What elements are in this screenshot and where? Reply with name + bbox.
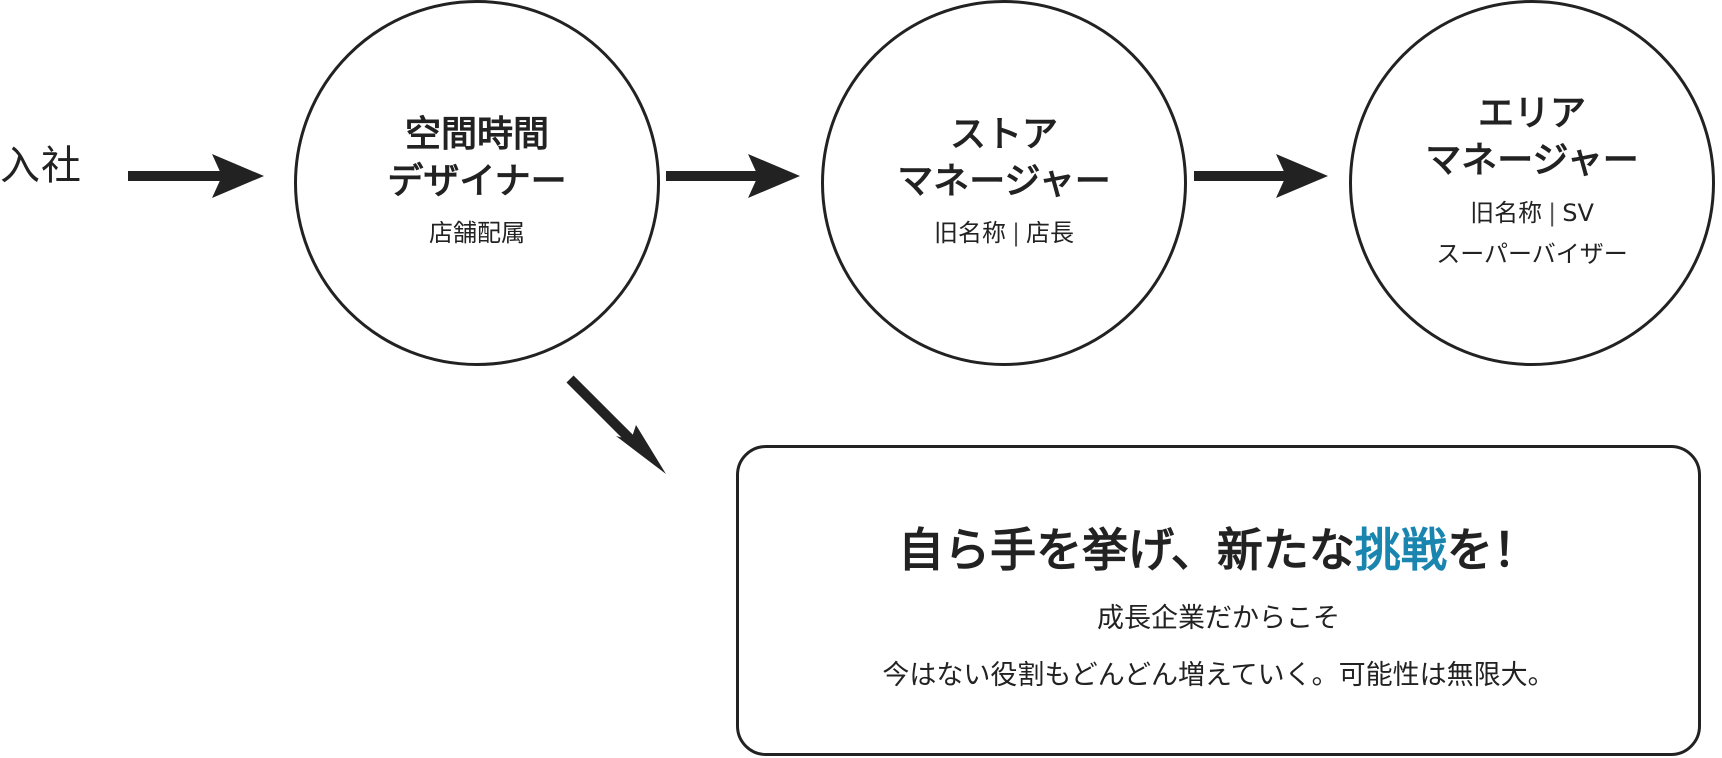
node-title-line: ストア	[949, 113, 1058, 155]
node-title-line: エリア	[1477, 93, 1586, 135]
separator-bar: |	[1548, 199, 1557, 227]
node-old-name: 旧名称|SV	[1470, 193, 1594, 234]
headline-accent-text: 挑戦	[1354, 522, 1447, 577]
node-store-manager: ストア マネージャー 旧名称|店長	[821, 0, 1187, 366]
node-area-manager: エリア マネージャー 旧名称|SV スーパーバイザー	[1349, 0, 1715, 366]
node-title-line: マネージャー	[897, 160, 1111, 202]
node-title-line: 空間時間	[404, 113, 549, 155]
node-subtitle: 店舗配属	[429, 219, 525, 248]
arrow-start-to-designer	[128, 154, 264, 198]
start-label-joining: 入社	[0, 143, 82, 189]
old-name-value: 店長	[1026, 219, 1075, 248]
headline-text-after: を！	[1446, 522, 1539, 577]
challenge-callout-box: 自ら手を挙げ、新たな挑戦を！ 成長企業だからこそ 今はない役割もどんどん増えてい…	[736, 445, 1701, 756]
arrow-designer-to-store-manager	[666, 154, 800, 198]
node-old-name: 旧名称|店長	[934, 213, 1074, 254]
arrow-store-manager-to-area-manager	[1194, 154, 1328, 198]
callout-line-2: 今はない役割もどんどん増えていく。可能性は無限大。	[882, 659, 1555, 691]
callout-line-1: 成長企業だからこそ	[1097, 602, 1340, 634]
callout-headline: 自ら手を挙げ、新たな挑戦を！	[898, 527, 1539, 573]
arrow-designer-to-challenge	[566, 375, 666, 474]
separator-bar: |	[1011, 219, 1021, 248]
node-title-line: マネージャー	[1425, 140, 1639, 182]
node-old-name-full: スーパーバイザー	[1436, 239, 1628, 268]
old-name-value: SV	[1562, 199, 1594, 227]
node-spatial-time-designer: 空間時間 デザイナー 店舗配属	[294, 0, 660, 366]
node-title-line: デザイナー	[387, 160, 567, 202]
old-name-label: 旧名称	[933, 219, 1006, 248]
old-name-label: 旧名称	[1470, 199, 1543, 227]
headline-text-before: 自ら手を挙げ、新たな	[898, 522, 1355, 577]
